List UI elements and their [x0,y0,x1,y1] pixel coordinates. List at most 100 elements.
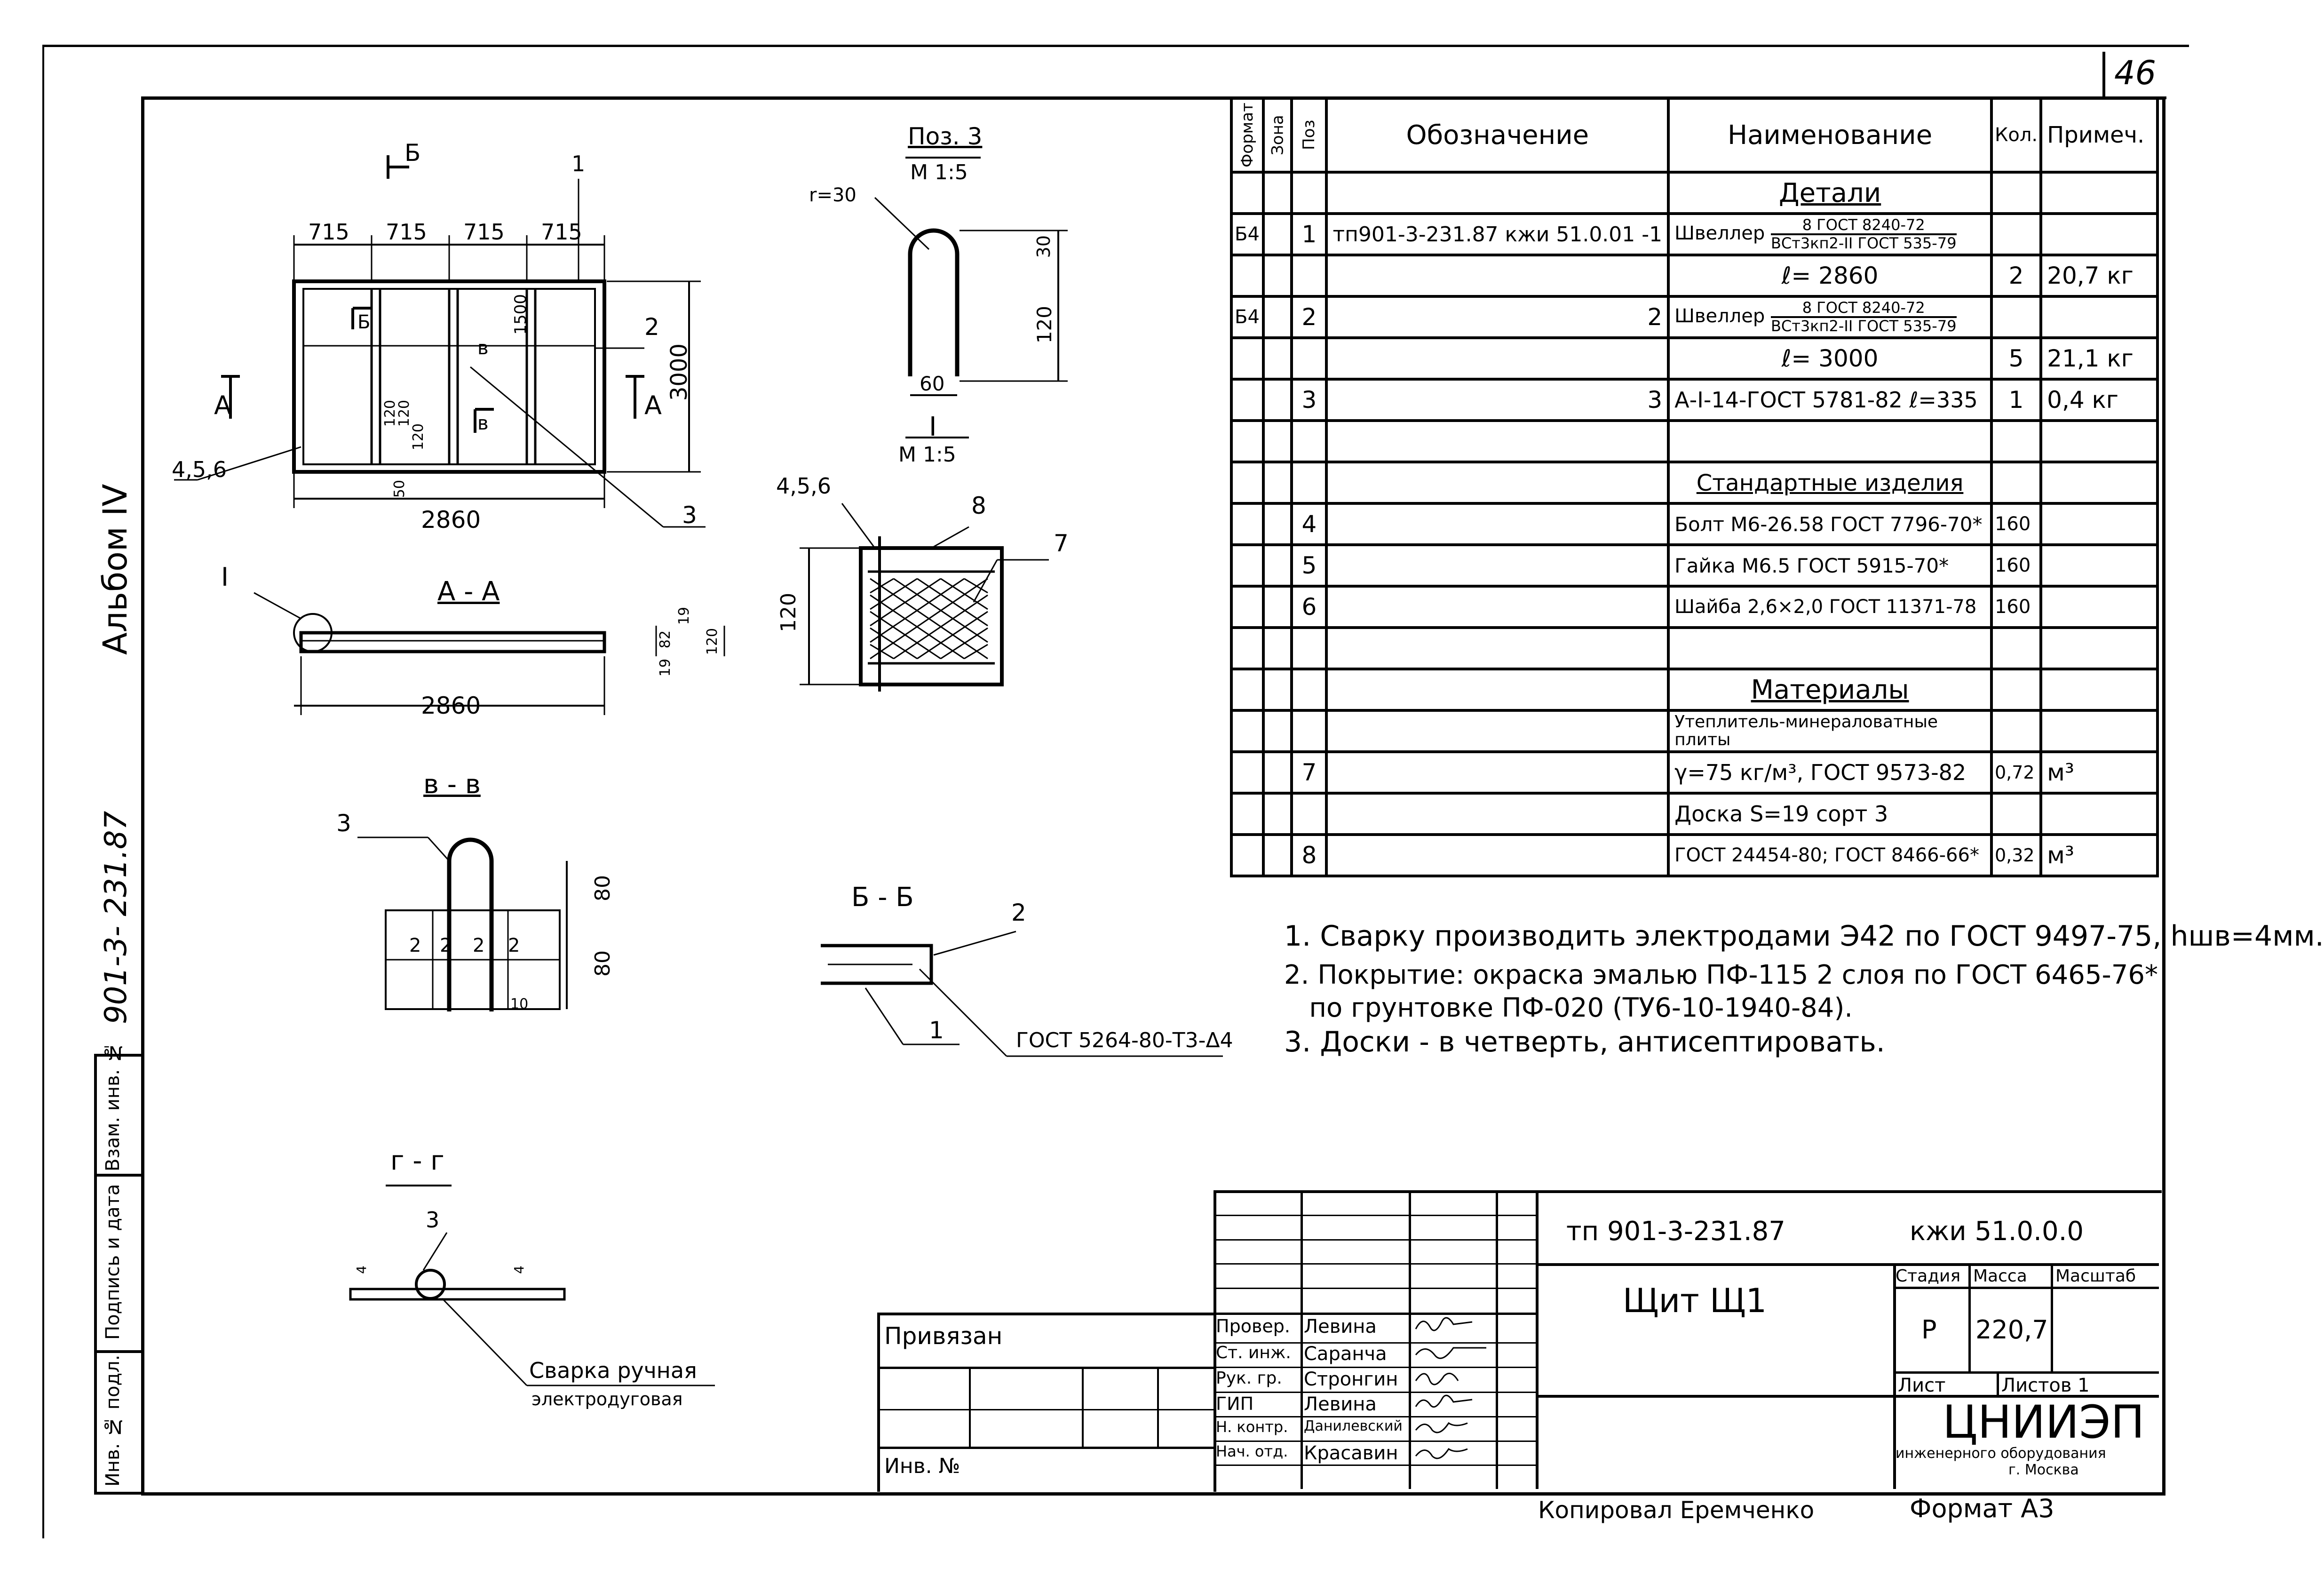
section-b-b-title: Б - Б [851,882,914,913]
cut-a-right: А [644,390,662,420]
note-3: 3. Доски - в четверть, антисептировать. [1284,1026,1885,1059]
detail-i-120: 120 [777,593,801,632]
note-2b: по грунтовке ПФ-020 (ТУ6-10-1940-84). [1284,993,1853,1023]
specification-table: Формат Зона Поз Обозначение Наименование… [1230,96,2159,877]
hdr-name: Наименование [1667,96,1993,174]
section-a-a-view [254,592,725,715]
detail-i-8: 8 [971,492,986,519]
vv-label-2b: 2 [440,935,452,956]
spec-row: ℓ= 2860 2 20,7 кг [1230,254,2159,298]
spec-row: 7 γ=75 кг/м³, ГОСТ 9573-82 0,72 м³ [1230,750,2159,795]
name-3: Стронгин [1304,1369,1398,1390]
copied-by: Копировал Еремченко [1538,1496,1815,1524]
role-6: Нач. отд. [1216,1442,1288,1460]
detail-i-view [800,503,1049,692]
mass-value: 220,7 [1975,1315,2048,1345]
stage-label: Стадия [1896,1266,1961,1286]
vv-label-2c: 2 [473,935,485,956]
plan-small-120c: 120 [410,423,427,451]
name-1: Левина [1304,1316,1377,1337]
gg-label-4b: 4 [511,1266,527,1274]
aa-dim-120: 120 [704,628,721,655]
detail-callout-i: I [221,562,229,592]
sheet-number: 46 [2114,54,2157,92]
weld-callout: ГОСТ 5264-80-Т3-Δ4 [1016,1028,1233,1052]
inv-label: Инв. № [884,1454,960,1478]
name-5: Данилевский [1304,1418,1403,1434]
cut-b-top: Б [405,139,421,167]
name-2: Саранча [1304,1343,1387,1365]
name-4: Левина [1304,1393,1377,1415]
scale-label: Масштаб [2055,1266,2136,1286]
cut-v-2: в [477,337,489,359]
aa-dim-19a: 19 [657,659,674,677]
vv-label-2d: 2 [508,935,520,956]
mass-label: Масса [1973,1266,2027,1286]
spec-row: Б4 1 тп901-3-231.87 кжи 51.0.01 -1 Швелл… [1230,212,2159,256]
outer-frame [42,45,2189,1538]
note-2: 2. Покрытие: окраска эмалью ПФ-115 2 сло… [1284,960,2158,990]
section-v-v-view [357,836,568,1011]
role-3: Рук. гр. [1216,1369,1282,1388]
plan-small-50: 50 [391,480,408,498]
sheet-label: Лист [1898,1375,1946,1396]
left-stamp [94,1054,144,1495]
weld-note-1: Сварка ручная [529,1358,697,1383]
bb-label-1: 1 [929,1017,944,1044]
privyazan-label: Привязан [884,1322,1003,1350]
vv-dim-10: 10 [510,996,529,1012]
org-sub: инженерного оборудования [1896,1445,2106,1462]
stage-value: Р [1921,1315,1937,1345]
weld-note-2: электродуговая [531,1389,683,1409]
section-std-items: Стандартные изделия [1667,461,1993,505]
spec-row: Утеплитель-минераловатные плиты [1230,709,2159,753]
pos3-dim-60: 60 [920,372,945,395]
leader-456: 4,5,6 [172,457,227,482]
drawing-title: Щит Щ1 [1623,1282,1767,1320]
spec-row: ℓ= 3000 5 21,1 кг [1230,336,2159,381]
vv-label-3: 3 [336,810,351,837]
spec-row: 4 Болт М6-26.58 ГОСТ 7796-70* 160 [1230,502,2159,546]
name-6: Красавин [1304,1442,1398,1464]
gg-label-3: 3 [426,1207,440,1233]
pos3-scale: М 1:5 [910,160,968,184]
detail-i-7: 7 [1054,530,1069,557]
inner-frame [141,96,2165,1496]
section-b-b-view [821,931,1223,1057]
vv-dim-80a: 80 [591,875,615,901]
detail-i-title: I [929,412,937,442]
leader-3: 3 [682,501,697,529]
section-g-g-title: г - г [390,1146,444,1176]
section-v-v-title: в - в [423,769,481,800]
detail-i-456: 4,5,6 [776,473,832,499]
section-a-a-width: 2860 [421,692,481,719]
role-2: Ст. инж. [1216,1343,1291,1362]
detail-i-scale: М 1:5 [898,443,956,467]
role-5: Н. контр. [1216,1418,1288,1436]
title-block [1214,1190,2162,1492]
pos3-title: Поз. 3 [908,123,983,150]
pos3-view [874,157,1068,438]
aa-dim-19b: 19 [676,607,692,625]
section-materials: Материалы [1667,668,1993,712]
section-a-a-title: А - А [437,576,500,607]
role-4: ГИП [1216,1393,1254,1414]
plan-dim-1: 715 [308,219,349,245]
section-details: Детали [1667,171,1993,215]
vv-dim-80b: 80 [591,950,615,977]
spec-row: 5 Гайка М6.5 ГОСТ 5915-70* 160 [1230,543,2159,588]
bb-label-2: 2 [1011,899,1026,926]
plan-small-120a: 120 [382,400,398,427]
cut-a-left: А [214,390,231,420]
spec-row: Доска S=19 сорт 3 [1230,792,2159,836]
spec-row: 3 3 А-I-14-ГОСТ 5781-82 ℓ=335 1 0,4 кг [1230,378,2159,422]
leader-2: 2 [644,313,659,341]
role-1: Провер. [1216,1316,1290,1337]
pos3-radius: r=30 [809,184,857,206]
pos3-dim-30: 30 [1033,235,1054,258]
plan-height: 3000 [666,343,692,401]
org-city: г. Москва [2008,1462,2079,1478]
drawing-views [174,155,1223,1386]
hdr-note: Примеч. [2039,96,2159,174]
